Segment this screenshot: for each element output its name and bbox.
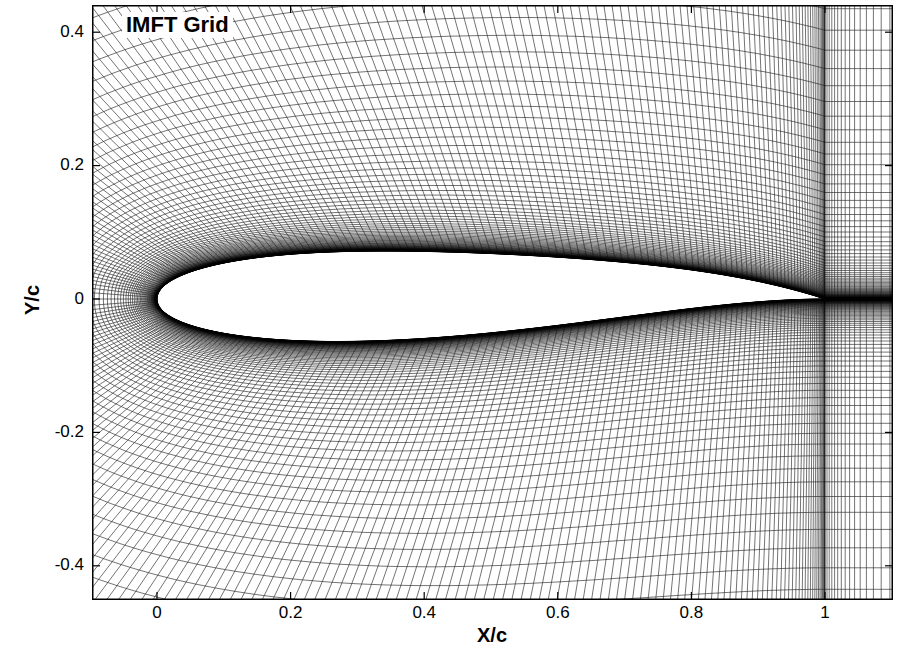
axis-ticks <box>92 5 893 600</box>
tick-label: 0 <box>75 290 84 309</box>
plot-frame <box>93 6 893 600</box>
tick-label: 1 <box>820 604 829 623</box>
tick-label: -0.2 <box>55 423 84 442</box>
tick-label: 0.2 <box>60 156 84 175</box>
tick-label: -0.4 <box>55 556 84 575</box>
axis-title: Y/c <box>21 285 43 315</box>
tick-label: 0.6 <box>546 604 570 623</box>
tick-label: 0.4 <box>412 604 436 623</box>
plot-title: IMFT Grid <box>122 12 233 38</box>
axis-title: X/c <box>477 624 507 646</box>
tick-label: 0.2 <box>279 604 303 623</box>
grid-plot <box>92 5 893 600</box>
tick-label: 0.8 <box>680 604 704 623</box>
tick-label: 0.4 <box>60 23 84 42</box>
tick-label: 0 <box>152 604 161 623</box>
grid-lines <box>92 5 893 600</box>
grid-lines <box>92 5 893 600</box>
